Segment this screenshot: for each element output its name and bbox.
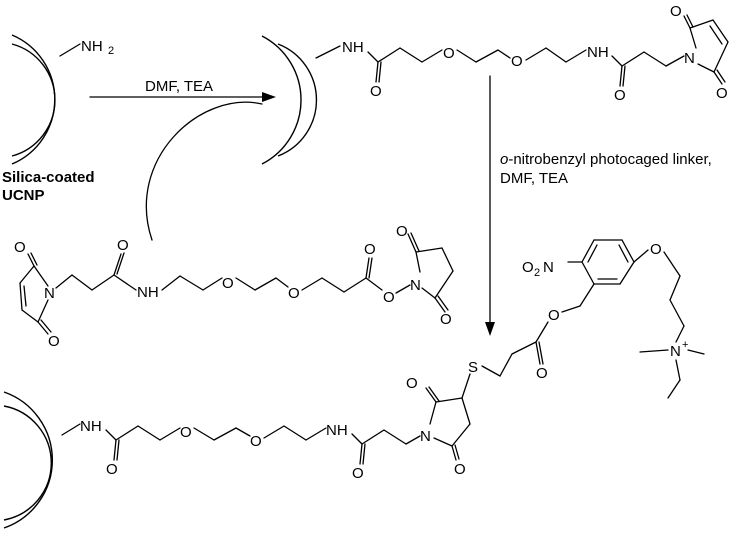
succinimide-o-bottom: O [454,461,466,478]
amide-nh-2: NH [587,44,609,61]
step2-conditions-line1: o-nitrobenzyl photocaged linker, [500,151,712,168]
nitro-n: N [543,259,554,276]
ester-o-carbonyl: O [536,365,548,382]
ether-o-p2: O [250,433,262,450]
maleimide-o-top: O [14,239,26,256]
maleimide-n-top: N [684,50,695,67]
ester-o-link-reagent: O [383,289,395,306]
nitro-subscript: 2 [534,267,540,279]
succinimide-n: N [420,428,431,445]
step2-arrow: o-nitrobenzyl photocaged linker, DMF, TE… [485,75,712,336]
ether-o-1: O [443,45,455,62]
maleimide-o-bottom: O [48,333,60,350]
maleimide-n: N [44,285,55,302]
nhs-o-bottom: O [440,311,452,328]
step1-conditions: DMF, TEA [145,78,213,95]
ester-o-carbonyl-reagent: O [364,241,376,258]
nanoparticle-label-line2: UCNP [2,187,45,204]
succinimide-o-top: O [406,375,418,392]
thioether-s: S [468,359,478,376]
step2-conditions-line2: DMF, TEA [500,170,568,187]
particle-shell-outer-3 [3,391,54,529]
maleimide-peg-nhs-reagent: O O N O NH O O O O N [14,223,454,350]
maleimide-o-top-1: O [670,3,682,20]
ether-o-1-reagent: O [222,275,234,292]
ammonium-charge: + [682,339,688,351]
amide-o-p2: O [352,465,364,482]
particle-shell-inner [11,43,56,157]
step1-arrow: DMF, TEA [89,78,276,241]
particle-shell-inner-3 [3,405,52,521]
nanoparticle-label-line1: Silica-coated [2,169,95,186]
amide-o-p1: O [106,461,118,478]
amide-nh-p2: NH [326,422,348,439]
photocaged-product: NH O O O NH O N O O [3,239,705,529]
nitro-o: O [522,259,534,276]
ether-o-p1: O [180,424,192,441]
aryl-ether-o: O [650,241,662,258]
amide-o-2: O [614,87,626,104]
particle-shell-outer-2 [261,35,302,165]
amide-nh-1: NH [342,39,364,56]
nhs-n: N [410,277,421,294]
ester-o-link: O [548,307,560,324]
amide-nh-p1: NH [80,418,102,435]
amide-o-reagent: O [117,237,129,254]
amine-nh-label: NH [81,38,103,55]
nhs-o-top: O [396,223,408,240]
amine-subscript: 2 [108,45,114,57]
ether-o-2: O [511,53,523,70]
amine-nanoparticle: NH 2 [11,34,114,165]
reagent-curved-arrow [145,101,263,241]
ammonium-n: N [670,343,681,360]
amide-nh-reagent: NH [137,284,159,301]
amide-o-1: O [370,83,382,100]
maleimide-nanoparticle: NH O O O NH O N O O [261,3,729,165]
particle-shell-inner-2 [277,43,318,157]
ether-o-2-reagent: O [288,285,300,302]
maleimide-o-top-2: O [716,85,728,102]
